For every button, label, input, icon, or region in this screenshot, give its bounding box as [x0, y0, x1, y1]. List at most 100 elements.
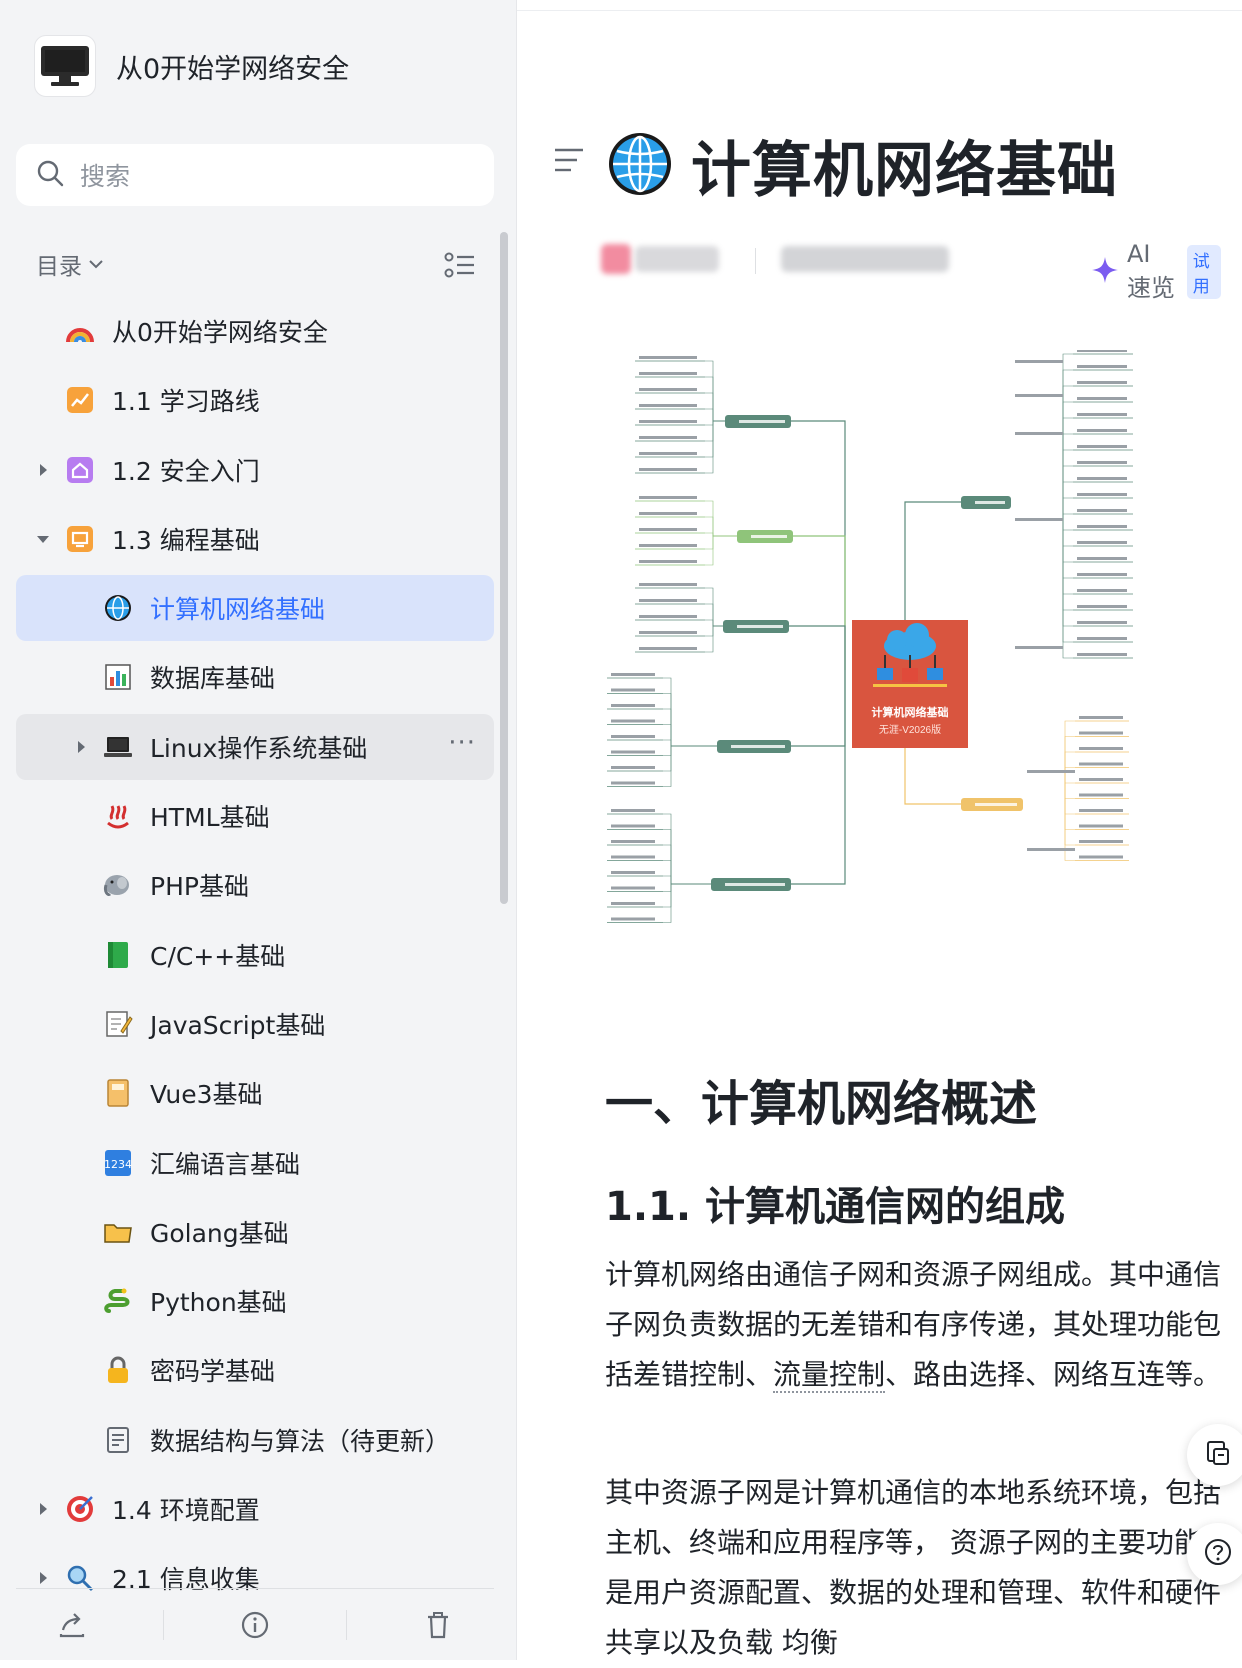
mindmap-connector [1064, 804, 1075, 815]
mindmap-connector [791, 670, 846, 885]
notebook-icon [102, 1077, 134, 1109]
paragraph-1-text-b: 、路由选择、网络互连等。 [885, 1358, 1222, 1391]
mindmap-connector [1064, 720, 1075, 804]
mindmap-connector [705, 420, 725, 458]
mindmap-connector [705, 420, 725, 426]
mindmap-connector [1062, 502, 1073, 659]
tree-item[interactable]: 计算机网络基础 [16, 575, 494, 642]
mindmap-leaf-label [1077, 573, 1127, 576]
caret-right-icon[interactable] [74, 740, 88, 754]
caret-right-icon[interactable] [36, 1502, 50, 1516]
tree-item[interactable]: PHP基础 [16, 852, 494, 918]
flow-control-term[interactable]: 流量控制 [773, 1358, 886, 1393]
help-button[interactable] [1187, 1523, 1242, 1585]
snake-icon [102, 1285, 134, 1317]
mindmap-leaf-label [611, 766, 655, 769]
mindmap-branch-label [751, 535, 787, 538]
mindmap-connector [1062, 401, 1073, 502]
mindmap-leaf-label [611, 688, 655, 692]
mindmap-connector [1062, 449, 1073, 502]
tree-item[interactable]: 1.4 环境配置 [16, 1476, 494, 1542]
tree-item[interactable]: 从0开始学网络安全 [16, 298, 494, 364]
mindmap-branch-label [731, 745, 785, 748]
tree-item[interactable]: 1.1 学习路线 [16, 367, 494, 433]
tree-item-label: 数据结构与算法（待更新） [150, 1426, 451, 1456]
search-input[interactable]: 搜索 [16, 144, 494, 206]
mindmap-connector [663, 860, 711, 885]
mindmap-subbranch-label [1027, 848, 1075, 851]
mindmap-connector [1062, 502, 1073, 627]
mindmap-branch-label [737, 625, 783, 628]
mindmap-leaf-label [1079, 793, 1123, 797]
mindmap-connector [904, 501, 961, 620]
ai-summary-button[interactable]: AI 速览 试用 [1091, 240, 1221, 303]
lock-icon [102, 1354, 134, 1386]
mindmap-image[interactable]: 计算机网络基础 无涯-V2026版 [605, 349, 1225, 1010]
mindmap-connector [1062, 385, 1073, 502]
tree-item[interactable]: 1.2 安全入门 [16, 437, 494, 503]
trash-icon[interactable] [418, 1605, 458, 1645]
mindmap-subbranch-label [1015, 646, 1063, 649]
tree-item[interactable]: Vue3基础 [16, 1060, 494, 1126]
mindmap-connector [1062, 465, 1073, 502]
sidebar: 从0开始学网络安全 搜索 目录 从0开始学网络安全 1.1 学习路线 1.2 安全入… [0, 0, 517, 1660]
chevron-down-icon [88, 255, 104, 274]
copy-link-button[interactable] [1187, 1424, 1242, 1486]
tree-item[interactable]: HTML基础 [16, 783, 494, 849]
tree-item-label: 密码学基础 [150, 1357, 276, 1387]
mindmap-leaf-label [639, 583, 697, 586]
svg-text:1234: 1234 [104, 1158, 132, 1171]
info-icon[interactable] [235, 1605, 275, 1645]
share-icon[interactable] [52, 1605, 92, 1645]
mindmap-connector [663, 745, 717, 787]
tree-item[interactable]: 数据库基础 [16, 644, 494, 710]
green-book-icon [102, 939, 134, 971]
mindmap-leaf-label [611, 809, 655, 812]
mindmap-connector [1062, 502, 1073, 563]
tree-item-label: 汇编语言基础 [150, 1149, 301, 1179]
mindmap-connector [1062, 497, 1073, 502]
sparkle-icon [1091, 256, 1119, 288]
tree-item-label: JavaScript基础 [150, 1010, 326, 1040]
caret-right-icon[interactable] [36, 463, 50, 477]
toc-dropdown[interactable]: 目录 [36, 247, 104, 281]
outline-toggle-icon[interactable] [553, 146, 585, 174]
author-avatar[interactable] [601, 244, 631, 274]
tree-item[interactable]: 2.1 信息收集 [16, 1545, 494, 1611]
mindmap-leaf-label [1079, 824, 1123, 828]
tree-item[interactable]: 密码学基础 [16, 1337, 494, 1403]
mindmap-leaf-label [639, 452, 697, 455]
mindmap-leaf-label [1077, 349, 1127, 352]
mindmap-leaf-label [1077, 381, 1127, 384]
mindmap-connector [1064, 804, 1075, 861]
tree-item[interactable]: JavaScript基础 [16, 991, 494, 1057]
mindmap-leaf-label [639, 388, 697, 391]
mindmap-connector [705, 625, 723, 653]
tree-item-label: C/C++基础 [150, 941, 286, 971]
caret-down-icon[interactable] [36, 532, 50, 546]
tree-item[interactable]: 1234 汇编语言基础 [16, 1130, 494, 1196]
mindmap-leaf-label [611, 902, 655, 905]
tree-item[interactable]: 1.3 编程基础 [16, 506, 494, 572]
list-view-icon[interactable] [444, 250, 476, 280]
mindmap-leaf-label [1077, 621, 1127, 624]
tree-item[interactable]: C/C++基础 [16, 922, 494, 988]
mindmap-connector [705, 603, 723, 627]
tree-item[interactable]: Linux操作系统基础··· [16, 713, 494, 780]
more-options-icon[interactable]: ··· [448, 727, 476, 758]
tree-item[interactable]: 数据结构与算法（待更新） [16, 1407, 494, 1473]
tree-item-label: HTML基础 [150, 803, 270, 833]
mindmap-connector [1062, 353, 1073, 502]
tree-item-label: 1.1 学习路线 [112, 387, 260, 417]
mindmap-branch-label [975, 803, 1017, 806]
tree-item-label: PHP基础 [150, 872, 249, 902]
mindmap-leaf-label [1077, 397, 1127, 400]
tree-item-label: 1.4 环境配置 [112, 1496, 260, 1526]
caret-right-icon[interactable] [36, 1571, 50, 1585]
trial-badge: 试用 [1186, 244, 1221, 299]
sidebar-scrollbar[interactable] [500, 232, 508, 904]
tree-item[interactable]: Golang基础 [16, 1199, 494, 1265]
knowledge-base-header[interactable]: 从0开始学网络安全 [34, 34, 349, 98]
tree-item[interactable]: Python基础 [16, 1268, 494, 1334]
mindmap-connector [1062, 502, 1073, 579]
